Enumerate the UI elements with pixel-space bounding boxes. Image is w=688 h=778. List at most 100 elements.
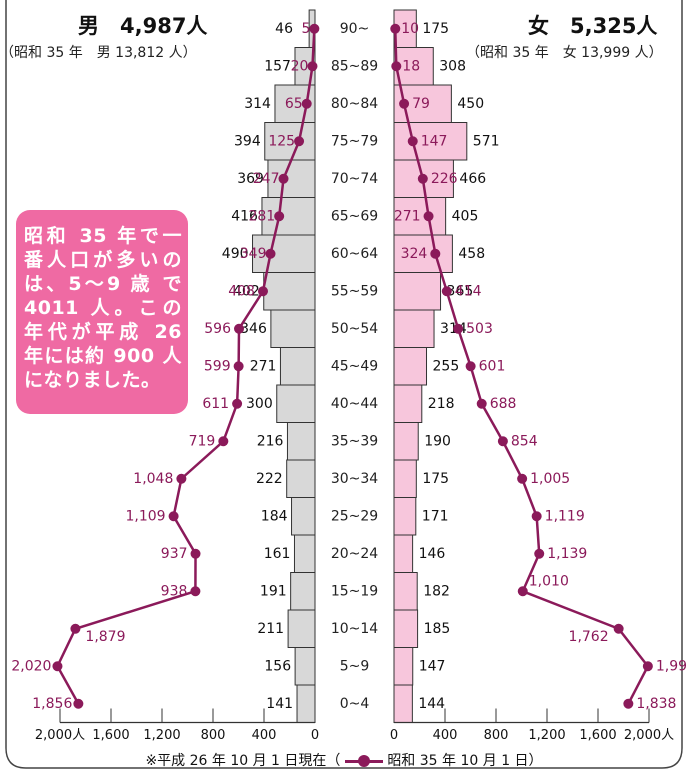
male-bar	[287, 609, 316, 648]
male-1960-point	[307, 61, 318, 72]
female-1960-point	[453, 323, 464, 334]
male-1960-point	[278, 173, 289, 184]
female-1960-label: 1,762	[569, 629, 609, 645]
male-axis-tick-label: 2,000人	[35, 728, 85, 743]
male-bar-label: 490	[222, 246, 249, 262]
age-category-label: 25~29	[331, 508, 378, 524]
female-1960-point	[390, 23, 401, 34]
male-bar	[296, 684, 316, 723]
male-total-title: 男 4,987人	[78, 14, 208, 38]
male-bar-label: 156	[264, 658, 291, 674]
age-category-label: 60~64	[331, 246, 378, 262]
age-category-label: 20~24	[331, 546, 378, 562]
male-1960-label: 611	[202, 396, 229, 412]
male-bar-label: 141	[266, 696, 293, 712]
male-1960-point	[301, 98, 312, 109]
age-category-label: 15~19	[331, 583, 378, 599]
male-1960-label: 937	[161, 546, 188, 562]
male-1960-label: 938	[161, 583, 188, 599]
age-category-label: 40~44	[331, 396, 378, 412]
female-axis-tick-label: 800	[484, 728, 509, 743]
female-bar-label: 365	[447, 283, 474, 299]
male-bar-label: 416	[231, 208, 258, 224]
male-1960-label: 719	[189, 433, 216, 449]
male-bar-label: 222	[256, 471, 283, 487]
male-1960-label: 65	[285, 96, 303, 112]
female-1960-point	[430, 248, 441, 259]
male-bar	[293, 534, 316, 573]
male-1960-label: 2,020	[11, 658, 51, 674]
male-bar	[270, 309, 316, 348]
age-category-label: 10~14	[331, 621, 378, 637]
female-total-title: 女 5,325人	[528, 14, 658, 38]
male-1960-label: 20	[291, 58, 309, 74]
female-1960-label: 271	[394, 208, 421, 224]
male-bar-label: 191	[260, 583, 287, 599]
male-1960-point	[176, 473, 187, 484]
male-axis-tick-label: 1,600	[92, 728, 129, 743]
female-bar-label: 405	[452, 208, 479, 224]
age-category-label: 90~	[340, 21, 370, 37]
female-1960-point	[465, 361, 476, 372]
male-1960-point	[294, 136, 305, 147]
female-1960-point	[623, 698, 634, 709]
callout-note: 昭和 35 年で一番人口が多いのは、5〜9 歳 で 4011 人。この年代が平成…	[16, 210, 188, 414]
female-1960-label: 18	[402, 58, 420, 74]
female-bar	[393, 422, 419, 461]
female-bar	[393, 497, 417, 536]
age-category-label: 0~4	[340, 696, 370, 712]
male-bar	[264, 122, 316, 161]
female-1960-point	[417, 173, 428, 184]
female-bar-label: 171	[422, 508, 449, 524]
female-bar	[393, 347, 428, 386]
female-bar-label: 146	[419, 546, 446, 562]
female-1960-point	[642, 661, 653, 672]
male-bar-label: 157	[264, 58, 291, 74]
female-bar-label: 450	[457, 96, 484, 112]
male-1960-point	[73, 698, 84, 709]
male-bar-label: 402	[233, 283, 260, 299]
male-1960-point	[190, 586, 201, 597]
female-1960-point	[613, 623, 624, 634]
male-bar-label: 300	[246, 396, 273, 412]
female-1960-point	[423, 211, 434, 222]
male-bar-label: 184	[261, 508, 288, 524]
female-bar-label: 182	[423, 583, 450, 599]
female-bar-label: 458	[458, 246, 485, 262]
male-bar	[286, 422, 316, 461]
female-bar	[393, 647, 414, 686]
female-bar-label: 218	[428, 396, 455, 412]
age-category-label: 75~79	[331, 133, 378, 149]
female-1960-label: 1,010	[529, 573, 569, 589]
female-bar-label: 571	[473, 133, 500, 149]
male-bar	[252, 234, 316, 273]
male-1960-point	[52, 661, 63, 672]
male-bar	[286, 459, 316, 498]
male-1960-point	[265, 248, 276, 259]
male-1960-label: 408	[228, 283, 255, 299]
male-1960-label: 1,856	[32, 696, 72, 712]
female-bar	[393, 197, 447, 236]
female-1960-point	[534, 548, 545, 559]
female-bar-label: 308	[439, 58, 466, 74]
female-1960-label: 10	[401, 21, 419, 37]
male-1960-label: 599	[204, 358, 231, 374]
male-1960-point	[232, 398, 243, 409]
female-1960-label: 1,119	[545, 508, 585, 524]
female-1960-label: 688	[490, 396, 517, 412]
female-1960-point	[391, 61, 402, 72]
female-bar	[393, 572, 418, 611]
female-bar-label: 175	[422, 471, 449, 487]
male-bar-label: 394	[234, 133, 261, 149]
female-axis-tick-label: 1,600	[579, 728, 616, 743]
female-1960-point	[407, 136, 418, 147]
female-1960-point	[517, 586, 528, 597]
female-bar	[393, 384, 423, 423]
male-1960-label: 125	[268, 133, 295, 149]
male-1960-point	[274, 211, 285, 222]
female-bar	[393, 122, 468, 161]
female-bar	[393, 309, 435, 348]
male-bar-label: 314	[244, 96, 271, 112]
male-1960-label: 1,879	[85, 629, 125, 645]
